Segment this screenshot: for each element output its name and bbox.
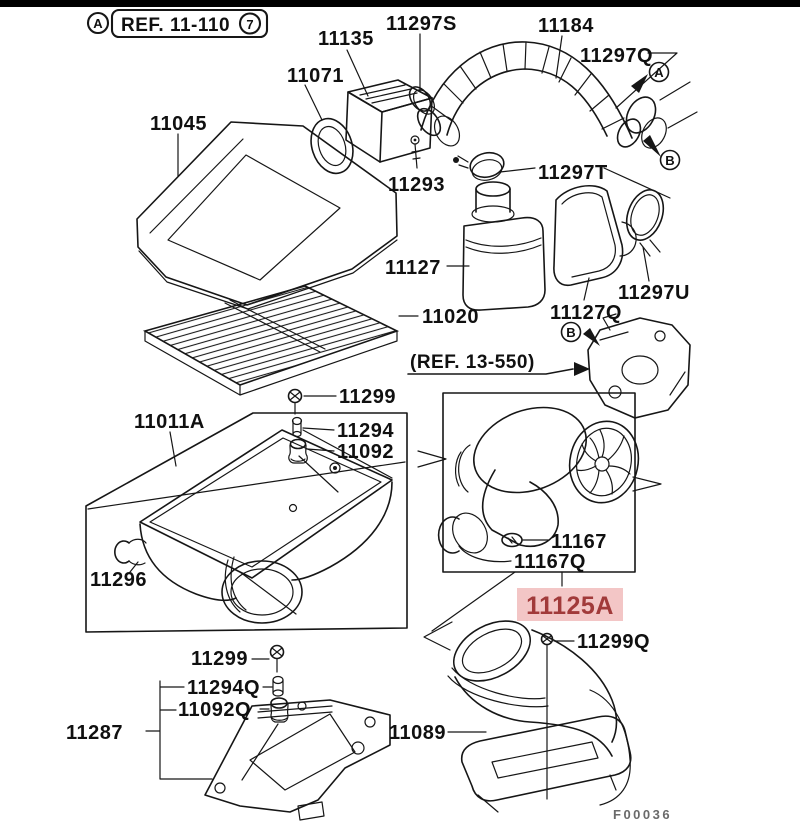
inlet-fitting bbox=[625, 96, 657, 134]
leader-11294 bbox=[302, 427, 335, 431]
circled-b-right-icon bbox=[659, 149, 681, 171]
part-label-11299-bottom: 11299 bbox=[191, 648, 248, 670]
clip-11296-drawing bbox=[114, 538, 147, 573]
air-filter-11020-drawing bbox=[142, 285, 400, 396]
throttle-body-drawing: B bbox=[560, 313, 691, 419]
gasket-11071 bbox=[310, 117, 354, 175]
fastener-11299-bottom-drawing bbox=[269, 644, 285, 673]
part-label-11089: 11089 bbox=[389, 722, 446, 744]
circled-a-icon bbox=[86, 11, 110, 35]
part-label-11294Q: 11294Q bbox=[187, 677, 260, 699]
chevron-icons bbox=[423, 476, 662, 651]
part-label-11297T: 11297T bbox=[538, 162, 608, 184]
intake-duct-11089-drawing bbox=[447, 620, 632, 813]
leader-11127Q bbox=[583, 277, 590, 301]
bolt-11167 bbox=[501, 532, 523, 548]
part-label-11299-top: 11299 bbox=[339, 386, 396, 408]
circled-b-mid-icon bbox=[560, 321, 582, 343]
arrow-to-a-icon bbox=[631, 74, 648, 93]
clamp-11297U-drawing bbox=[625, 189, 665, 257]
drawing-code: F00036 bbox=[613, 807, 672, 822]
leader-11297T bbox=[499, 167, 671, 199]
fastener-11299-top-drawing bbox=[287, 388, 303, 415]
part-label-11135: 11135 bbox=[318, 28, 374, 50]
circled-7-icon bbox=[238, 12, 262, 35]
part-label-11127Q: 11127Q bbox=[550, 302, 622, 324]
leader-11184 bbox=[555, 35, 563, 79]
part-label-11020: 11020 bbox=[422, 306, 479, 328]
circled-a-letter: A bbox=[93, 16, 103, 31]
leader-11297U bbox=[642, 246, 650, 282]
leader-11167Q bbox=[458, 545, 512, 563]
leader-11135 bbox=[346, 49, 369, 97]
clamp-11297S bbox=[408, 86, 432, 112]
part-label-11297Q: 11297Q bbox=[580, 45, 653, 67]
part-label-11287: 11287 bbox=[66, 722, 123, 744]
ref-box bbox=[110, 8, 269, 39]
bracket-group-lines bbox=[145, 680, 279, 781]
spacer-11294Q-drawing bbox=[272, 675, 284, 697]
intake-hose-11184-drawing bbox=[408, 41, 698, 149]
part-label-11299Q: 11299Q bbox=[577, 631, 650, 653]
leader-11092 bbox=[306, 448, 335, 452]
part-label-11092Q: 11092Q bbox=[178, 699, 251, 721]
top-border-bar bbox=[0, 0, 800, 7]
grommet-11092-drawing bbox=[288, 438, 308, 464]
part-label-11125A: 11125A bbox=[526, 592, 614, 620]
arrow-to-b-icon bbox=[643, 135, 661, 157]
part-label-11045: 11045 bbox=[150, 113, 207, 135]
circled-7-number: 7 bbox=[246, 17, 253, 32]
screw-11299Q-drawing bbox=[540, 632, 575, 800]
ref-arrow-icon bbox=[574, 362, 590, 376]
air-cleaner-body-11011A-drawing bbox=[139, 429, 393, 624]
bracket-11287-drawing bbox=[204, 699, 391, 821]
air-cleaner-cover-11045-drawing bbox=[136, 121, 398, 310]
part-label-11184: 11184 bbox=[538, 15, 594, 37]
part-label-11297S: 11297S bbox=[386, 13, 457, 35]
ref-13-550-note: (REF. 13-550) bbox=[407, 352, 590, 376]
circled-a-right-icon bbox=[648, 61, 670, 83]
part-label-11071: 11071 bbox=[287, 65, 344, 87]
part-label-11293: 11293 bbox=[388, 174, 445, 196]
inlet-markers: A B bbox=[615, 52, 681, 171]
ref-box-label: REF. 11-110 bbox=[121, 15, 230, 36]
part-label-11296: 11296 bbox=[90, 569, 147, 591]
part-label-11092: 11092 bbox=[337, 441, 394, 463]
resonator-assembly-11125A-box bbox=[437, 392, 640, 573]
circled-a-right-letter: A bbox=[654, 65, 664, 80]
clamp-11297T-drawing bbox=[453, 151, 505, 181]
outlet-tube bbox=[221, 560, 303, 624]
circled-b-right-letter: B bbox=[665, 153, 674, 168]
highlight-box bbox=[517, 588, 623, 621]
part-label-11167: 11167 bbox=[551, 531, 607, 553]
part-label-11167Q: 11167Q bbox=[514, 551, 586, 573]
fan-end bbox=[568, 420, 640, 504]
chevron-left-icon bbox=[417, 450, 447, 468]
part-label-11127: 11127 bbox=[385, 257, 441, 279]
part-label-11294: 11294 bbox=[337, 420, 394, 442]
arrow-from-b-icon bbox=[583, 328, 600, 346]
highlight-11125A: 11125A bbox=[423, 476, 662, 651]
duct-cover-11127Q-drawing bbox=[553, 184, 637, 287]
screw-11293-drawing bbox=[410, 135, 421, 169]
part-label-11297U: 11297U bbox=[618, 282, 690, 304]
leader-11011A bbox=[169, 431, 177, 467]
leader-lines bbox=[169, 33, 671, 733]
fastener-11294-drawing bbox=[291, 416, 303, 438]
part-labels: 11135 11297S 11184 11297Q 11071 11045 11… bbox=[66, 13, 690, 744]
resonator-tank-11127-drawing bbox=[462, 181, 546, 311]
gasket-ring-11167Q bbox=[437, 516, 460, 554]
header-reference: A REF. 11-110 7 bbox=[86, 8, 269, 39]
ref-13-550-label: (REF. 13-550) bbox=[410, 352, 535, 373]
part-label-11011A: 11011A bbox=[134, 411, 205, 433]
circled-b-mid-letter: B bbox=[566, 325, 575, 340]
air-cleaner-body-box bbox=[85, 412, 447, 633]
leader-11071 bbox=[304, 84, 323, 121]
